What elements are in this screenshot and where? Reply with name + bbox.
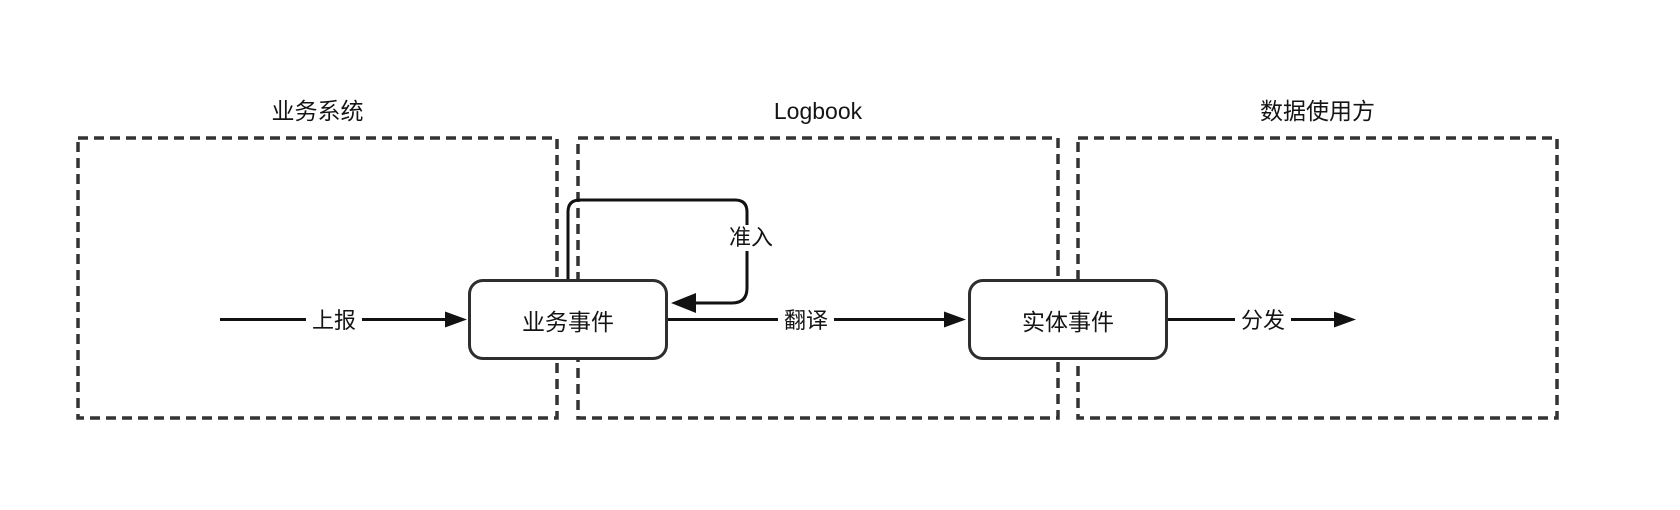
report-arrowhead	[445, 311, 467, 328]
edge-label-dispatch: 分发	[1234, 308, 1292, 334]
logbook-container-box	[576, 136, 1060, 420]
node-business-event-label: 业务事件	[522, 308, 614, 335]
container-label-data-consumer: 数据使用方	[1260, 98, 1375, 124]
node-entity-event: 实体事件	[968, 279, 1168, 360]
edge-label-report: 上报	[305, 308, 363, 334]
dispatch-arrowhead	[1334, 311, 1356, 328]
admission-arrowhead	[671, 293, 696, 313]
container-label-logbook: Logbook	[773, 98, 863, 124]
node-entity-event-label: 实体事件	[1022, 308, 1114, 335]
edge-label-translate: 翻译	[777, 308, 835, 334]
container-label-business-system: 业务系统	[271, 98, 364, 124]
node-business-event: 业务事件	[468, 279, 668, 360]
edge-label-admission: 准入	[722, 225, 780, 251]
data-consumer-container-box	[1076, 136, 1559, 420]
business-system-container-box	[76, 136, 559, 420]
translate-arrowhead	[944, 311, 966, 328]
admission-loop-edge	[566, 198, 749, 305]
